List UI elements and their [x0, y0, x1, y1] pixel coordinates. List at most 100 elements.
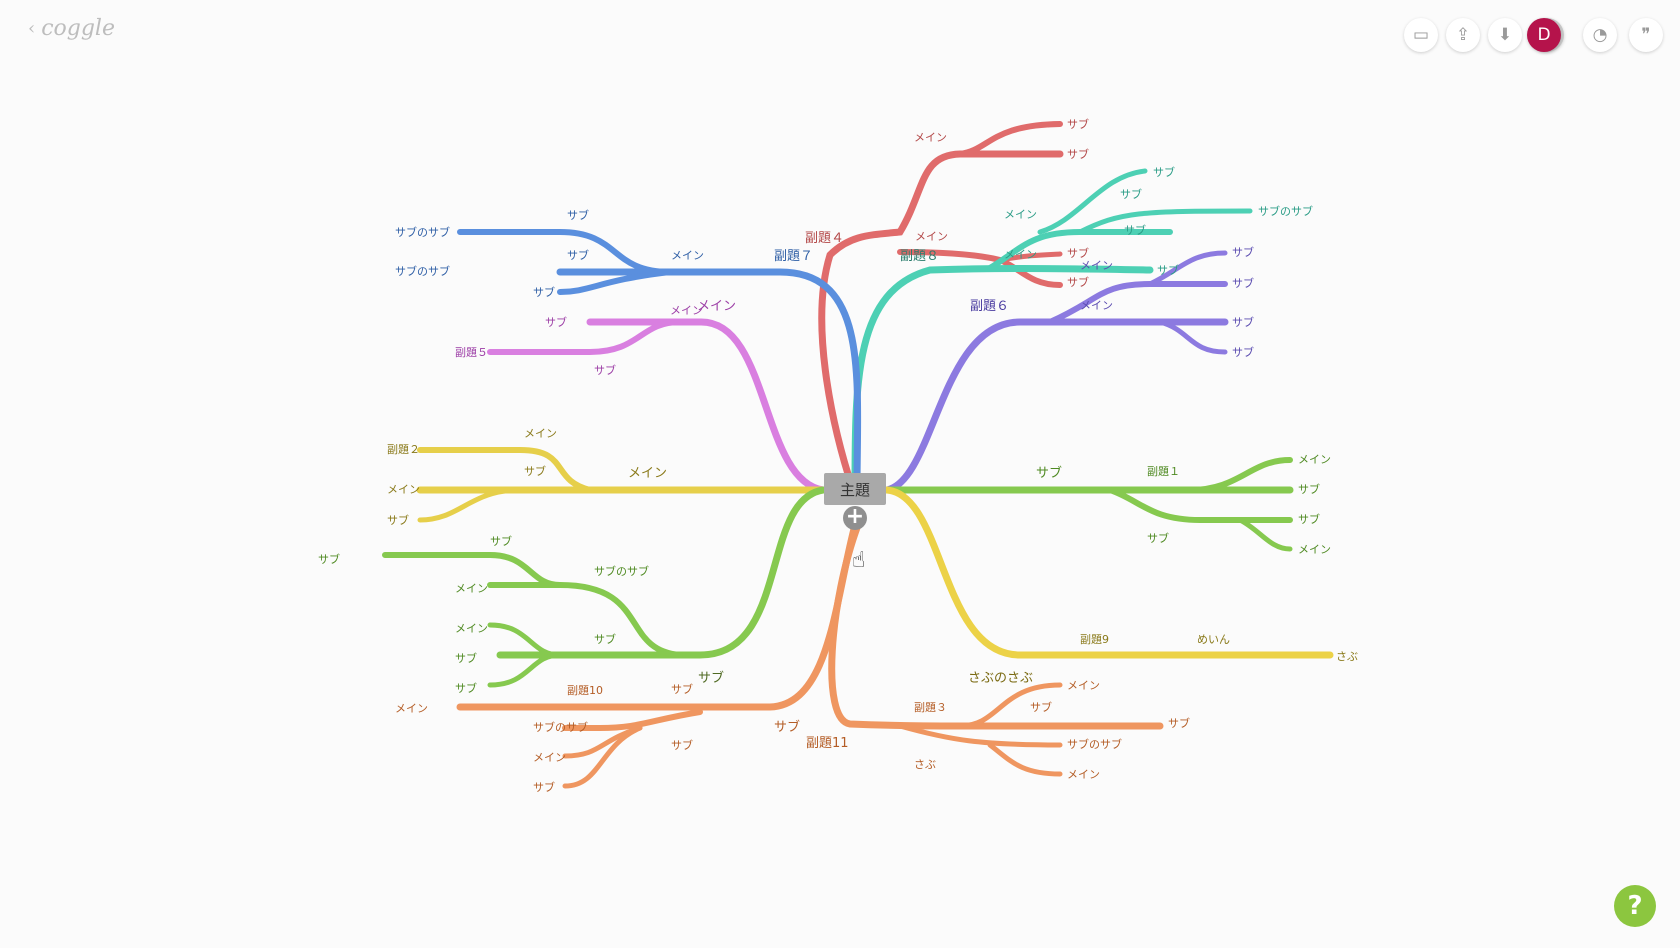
label-violet-sub1[interactable]: サブ: [1232, 246, 1254, 259]
label-teal-sub4[interactable]: サブ: [1157, 264, 1179, 277]
label-orange11-sub3[interactable]: メイン: [533, 751, 566, 764]
label-green9-sub4[interactable]: サブ: [455, 652, 477, 665]
label-red-main[interactable]: メイン: [914, 131, 947, 144]
branch-orange3-sub3: [987, 742, 1063, 777]
label-red-sub3[interactable]: サブ: [1067, 247, 1089, 260]
label-green-main2[interactable]: サブ: [1147, 532, 1169, 545]
label-green9-main2[interactable]: サブ: [594, 633, 616, 646]
label-orange3-main2[interactable]: さぶ: [914, 758, 936, 771]
label-orange3-main1[interactable]: 副題３: [914, 701, 947, 714]
label-red-sub4[interactable]: サブ: [1067, 276, 1089, 289]
label-green9-sub1[interactable]: サブ: [490, 535, 512, 548]
label-teal-sub3[interactable]: サブ: [1124, 224, 1146, 237]
label-green9-main1[interactable]: サブのサブ: [594, 565, 649, 578]
label-green-main1[interactable]: 副題１: [1147, 465, 1180, 478]
help-button[interactable]: ?: [1614, 885, 1656, 927]
label-teal-subsub[interactable]: サブのサブ: [1258, 205, 1313, 218]
label-blue-sub1[interactable]: サブ: [567, 209, 589, 222]
avatar[interactable]: D: [1527, 18, 1561, 52]
label-green-sub3[interactable]: サブ: [1298, 513, 1320, 526]
add-branch-button[interactable]: +: [843, 506, 867, 530]
label-teal-sub2[interactable]: サブ: [1120, 188, 1142, 201]
label-orange11-sub2[interactable]: サブのサブ: [533, 721, 588, 734]
label-orange3-sub1[interactable]: メイン: [1067, 679, 1100, 692]
branch-violet-sub2: [1147, 250, 1228, 287]
label-yellow-main1[interactable]: メイン: [524, 427, 557, 440]
label-violet-sub3[interactable]: サブ: [1232, 316, 1254, 329]
label-violet-topic6[interactable]: 副題６: [970, 299, 1010, 314]
label-green9-topic9[interactable]: サブ: [698, 671, 725, 686]
label-green-sub2[interactable]: サブ: [1298, 483, 1320, 496]
label-yellow-main2[interactable]: サブ: [524, 465, 546, 478]
history-button[interactable]: ◔: [1583, 18, 1617, 52]
branch-yellow10: [883, 486, 1334, 659]
label-orange11-main2[interactable]: サブ: [671, 739, 693, 752]
label-orange11-sub1[interactable]: 副題10: [567, 684, 603, 697]
label-orange3-sub3[interactable]: サブのサブ: [1067, 738, 1122, 751]
share-button[interactable]: ⇪: [1446, 18, 1480, 52]
label-blue-sub2[interactable]: サブ: [567, 249, 589, 262]
label-violet-main1[interactable]: メイン: [1080, 259, 1113, 272]
label-teal-topic8[interactable]: 副題８: [900, 249, 940, 264]
label-blue-subsub1[interactable]: サブのサブ: [395, 226, 450, 239]
label-green-sub1[interactable]: メイン: [1298, 453, 1331, 466]
label-teal-sub1[interactable]: サブ: [1153, 166, 1175, 179]
label-red-sub2[interactable]: サブ: [1067, 148, 1089, 161]
label-red-topic4[interactable]: 副題４: [805, 231, 845, 246]
label-yellow10-topic10[interactable]: さぶのさぶ: [968, 671, 1034, 686]
label-orange11-subsub[interactable]: メイン: [395, 702, 428, 715]
central-node-label: 主題: [839, 480, 870, 499]
label-pink-main1[interactable]: メイン: [670, 304, 703, 317]
label-yellow-sub3[interactable]: サブ: [387, 514, 409, 527]
label-pink-main3[interactable]: サブ: [594, 364, 616, 377]
label-green9-sub2[interactable]: メイン: [455, 582, 488, 595]
label-green-sub4[interactable]: メイン: [1298, 543, 1331, 556]
branch-green9-sub1: [382, 551, 563, 588]
app-logo[interactable]: ‹ coggle: [28, 16, 115, 41]
comments-button[interactable]: ❞: [1629, 18, 1663, 52]
branch-green9-sub3: [487, 652, 563, 688]
branch-orange11-sub3: [562, 725, 643, 789]
label-green9-sub3[interactable]: メイン: [455, 622, 488, 635]
help-label: ?: [1627, 891, 1643, 921]
label-pink-topic5[interactable]: メイン: [697, 299, 737, 314]
label-yellow-topic2[interactable]: メイン: [628, 466, 668, 481]
branch-violet: [883, 318, 1229, 494]
label-violet-sub4[interactable]: サブ: [1232, 346, 1254, 359]
label-green9-subsub[interactable]: サブ: [318, 553, 340, 566]
label-red-main2[interactable]: メイン: [915, 230, 948, 243]
branch-blue: [556, 268, 862, 494]
label-red-sub1[interactable]: サブ: [1067, 118, 1089, 131]
label-orange11-topic11[interactable]: サブ: [774, 720, 801, 735]
label-yellow10-subsub[interactable]: さぶ: [1336, 650, 1358, 663]
label-yellow-sub2[interactable]: メイン: [387, 483, 420, 496]
label-orange3-sub4[interactable]: メイン: [1067, 768, 1100, 781]
label-violet-main2[interactable]: メイン: [1080, 299, 1113, 312]
label-yellow10-main[interactable]: 副題9: [1080, 633, 1109, 646]
label-orange11-sub4[interactable]: サブ: [533, 781, 555, 794]
label-yellow10-sub[interactable]: めいん: [1197, 633, 1230, 646]
label-green-topic1[interactable]: サブ: [1036, 466, 1063, 481]
label-yellow-sub1[interactable]: 副題２: [387, 443, 420, 456]
download-button[interactable]: ⬇: [1488, 18, 1522, 52]
label-blue-subsub2[interactable]: サブのサブ: [395, 265, 450, 278]
label-pink-sub[interactable]: 副題５: [455, 346, 488, 359]
label-teal-main[interactable]: メイン: [1004, 208, 1037, 221]
label-blue-main[interactable]: メイン: [671, 249, 704, 262]
upload-icon: ⇪: [1455, 25, 1471, 45]
label-violet-sub2[interactable]: サブ: [1232, 277, 1254, 290]
label-orange3-topic3[interactable]: 副題11: [806, 736, 849, 751]
label-orange11-main1[interactable]: サブ: [671, 683, 693, 696]
label-blue-topic7[interactable]: 副題７: [774, 249, 814, 264]
label-teal-main2[interactable]: メイン: [1004, 248, 1037, 261]
label-pink-main2[interactable]: サブ: [545, 316, 567, 329]
label-green9-sub5[interactable]: サブ: [455, 682, 477, 695]
central-node[interactable]: 主題: [824, 473, 886, 505]
present-button[interactable]: ▭: [1404, 18, 1438, 52]
label-orange3-sub2[interactable]: サブ: [1030, 701, 1052, 714]
label-blue-sub3[interactable]: サブ: [533, 286, 555, 299]
branch-teal-sub3: [1077, 208, 1253, 235]
label-orange3-subsub[interactable]: サブ: [1168, 717, 1190, 730]
